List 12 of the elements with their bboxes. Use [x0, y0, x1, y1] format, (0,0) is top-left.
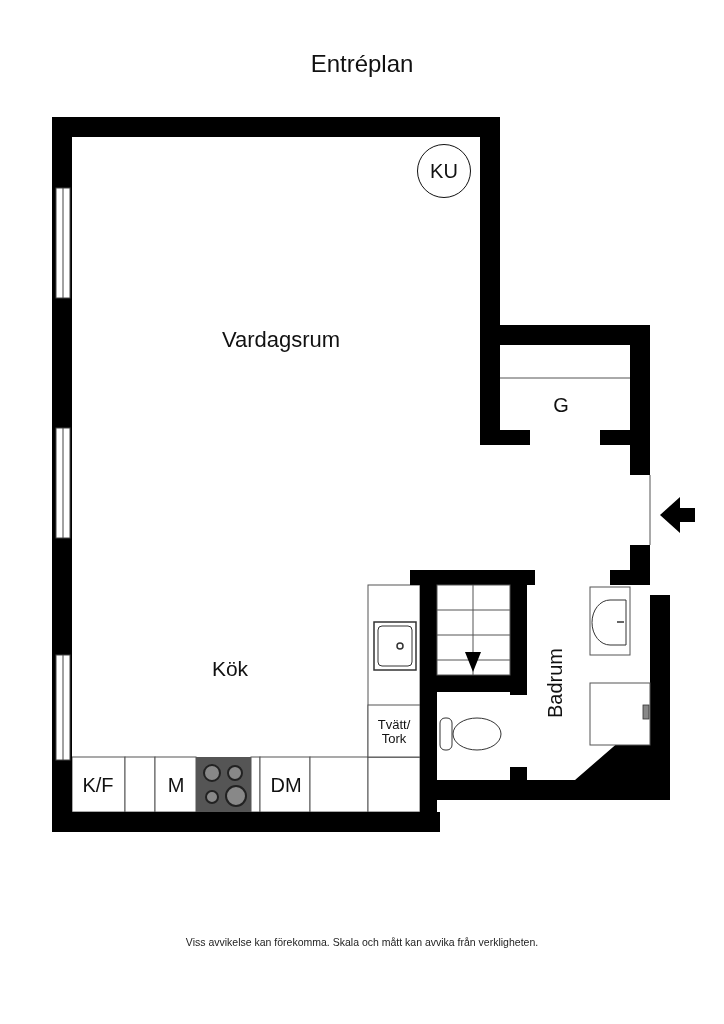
room-label: Vardagsrum [221, 327, 341, 353]
symbol-circle [417, 144, 471, 198]
room-label: M [167, 774, 185, 796]
room-label: Badrum [544, 648, 566, 718]
symbol-label: KU [430, 159, 458, 183]
room-label: G [553, 394, 569, 416]
room-label: DM [270, 774, 302, 796]
plan-title: Entréplan [309, 50, 415, 78]
disclaimer-note: Viss avvikelse kan förekomma. Skala och mått kan avvika från verkligheten. [184, 936, 540, 948]
room-label: Tvätt/ Tork [376, 717, 412, 747]
room-label: Kök [211, 657, 249, 681]
room-label: K/F [82, 774, 114, 796]
